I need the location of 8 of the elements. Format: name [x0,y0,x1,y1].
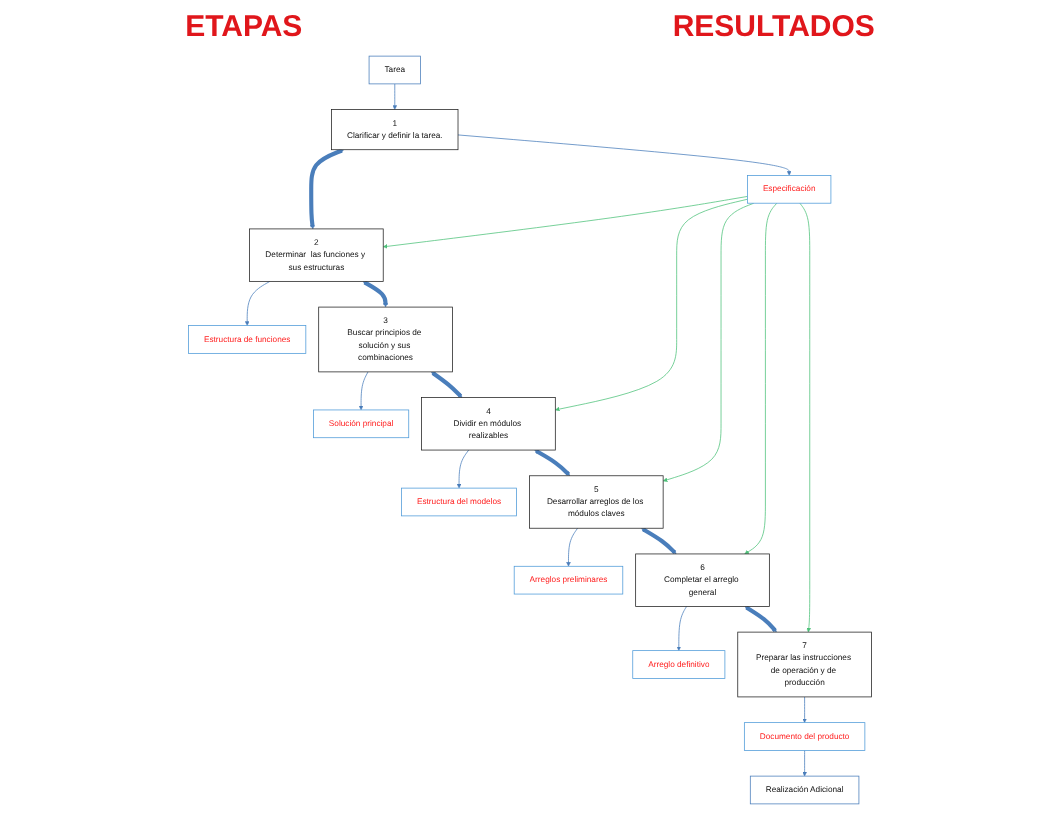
column-heading: ETAPAS [185,9,303,43]
arrow [431,371,463,398]
column-heading: RESULTADOS [672,9,875,43]
arrow [744,605,777,633]
arrow [534,449,571,476]
arrow [641,527,677,555]
arrow [309,148,344,230]
arrow [362,280,388,308]
